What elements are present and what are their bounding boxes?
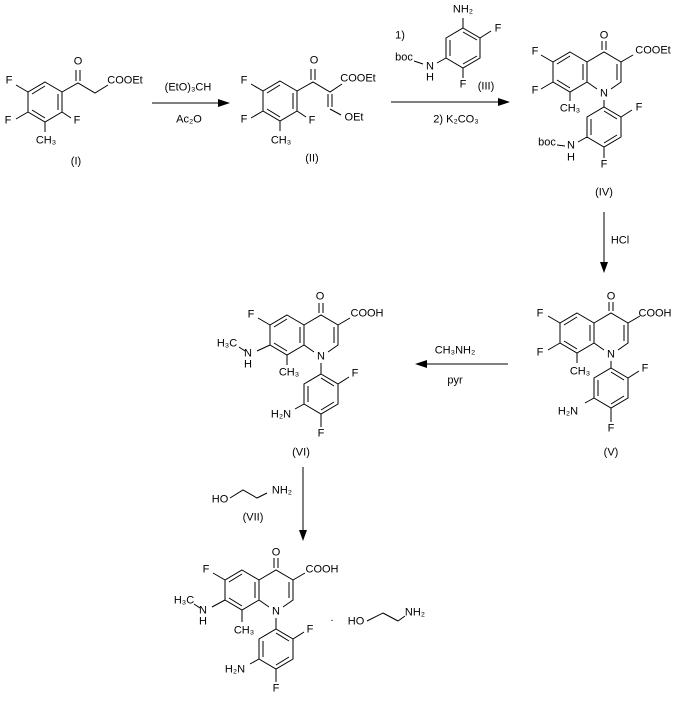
compound-V-methyl-label: CH₃ xyxy=(569,365,591,378)
compound-VI-acid-label: COOH xyxy=(350,307,384,320)
compound-VI-methylamino-h-label: H xyxy=(244,358,252,371)
compound-IV-f-label: F xyxy=(635,101,643,114)
compound-IV-h-label: H xyxy=(567,151,575,164)
compound-V-acid-label: COOH xyxy=(638,307,672,320)
compound-I-f-label: F xyxy=(5,74,13,87)
step2-part1-label: 1) xyxy=(395,29,405,42)
compound-V-f-label: F xyxy=(641,362,649,375)
compound-III-f-label: F xyxy=(459,78,467,91)
arrowhead-left-icon xyxy=(415,360,427,368)
product-oxygen-label: O xyxy=(271,546,281,559)
reaction-arrow-4 xyxy=(415,360,508,368)
compound-IV-n-label: N xyxy=(567,139,575,152)
arrowhead-right-icon xyxy=(498,98,510,106)
compound-III-amine-label: NH₂ xyxy=(452,3,474,16)
product-amine-label: H₂N xyxy=(224,663,246,676)
compound-V-oxygen-label: O xyxy=(606,290,616,303)
compound-II-ester-label: COOEt xyxy=(340,72,376,85)
compound-VI-methyl-label: CH₃ xyxy=(278,366,300,379)
compound-IV-methyl-label: CH₃ xyxy=(559,102,581,115)
compound-III-boc-label: boc xyxy=(395,51,413,64)
product-methylamino-c-label: H₃C xyxy=(173,594,195,607)
compound-I-f-label: F xyxy=(4,114,12,127)
compound-VI-f-label: F xyxy=(351,367,359,380)
arrowhead-down-icon xyxy=(299,530,307,541)
compound-III-n-label: N xyxy=(426,60,434,73)
product-skeleton xyxy=(193,558,406,682)
compound-I-number: (I) xyxy=(70,155,82,168)
compound-II-f-label: F xyxy=(308,114,316,127)
product-salt-dot-label: · xyxy=(330,614,334,627)
reaction-arrow-5 xyxy=(299,467,307,541)
compound-VI-methylamino-n-label: N xyxy=(244,347,252,360)
product-methylamino-n-label: N xyxy=(199,604,207,617)
product-acid-label: COOH xyxy=(305,563,339,576)
reaction-arrow-3 xyxy=(600,212,608,273)
compound-IV-f-label: F xyxy=(531,84,539,97)
compound-I-methyl-label: CH₃ xyxy=(35,134,57,147)
compound-V-number: (V) xyxy=(603,446,619,459)
reaction-arrow-2 xyxy=(391,98,510,106)
compound-VI-number: (VI) xyxy=(292,446,310,459)
compound-VI-amine-label: H₂N xyxy=(270,408,292,421)
arrowhead-down-icon xyxy=(600,262,608,273)
compound-II-f-label: F xyxy=(240,74,248,87)
product-ring-n-label: N xyxy=(272,605,280,618)
arrowhead-right-icon xyxy=(218,99,230,107)
product-f-label: F xyxy=(272,682,280,695)
compound-I-skeleton xyxy=(15,70,109,132)
step4-reagent-above: CH₃NH₂ xyxy=(434,344,476,357)
compound-IV-f-label: F xyxy=(600,158,608,171)
compound-V-skeleton xyxy=(547,302,641,422)
product-methyl-label: CH₃ xyxy=(233,624,255,637)
compound-VI-f-label: F xyxy=(247,308,255,321)
compound-II-enol-ether-label: OEt xyxy=(344,111,364,124)
compound-VII-amine-label: NH₂ xyxy=(271,484,293,497)
compound-VI-ring-n-label: N xyxy=(317,350,325,363)
compound-V-f-label: F xyxy=(607,422,615,435)
compound-III-skeleton xyxy=(413,18,492,78)
step4-reagent-below: pyr xyxy=(447,374,463,387)
compound-V-f-label: F xyxy=(536,307,544,320)
product-methylamino-h-label: H xyxy=(199,615,207,628)
compound-II-number: (II) xyxy=(305,152,319,165)
compound-IV-f-label: F xyxy=(531,45,539,58)
compound-III-number: (III) xyxy=(477,80,495,93)
compound-II-skeleton xyxy=(250,69,343,131)
product-salt-hydroxyl-label: HO xyxy=(347,615,365,628)
compound-III-f-label: F xyxy=(494,22,502,35)
step1-reagent-above: (EtO)₃CH xyxy=(164,81,212,94)
compound-IV-ester-label: COOEt xyxy=(635,44,671,57)
compound-I-oxygen-label: O xyxy=(73,55,83,68)
compound-IV-oxygen-label: O xyxy=(599,29,609,42)
compound-VI-skeleton xyxy=(238,303,351,427)
step2-part2-label: 2) K₂CO₃ xyxy=(433,113,479,126)
reaction-arrow-1 xyxy=(152,99,230,107)
compound-II-f-label: F xyxy=(240,113,248,126)
compound-VI-methylamino-c-label: H₃C xyxy=(216,337,238,350)
product-f-label: F xyxy=(306,623,314,636)
compound-IV-number: (IV) xyxy=(595,186,613,199)
compound-VII-hydroxyl-label: HO xyxy=(211,493,229,506)
compound-IV-boc-label: boc xyxy=(538,136,556,149)
compound-VI-oxygen-label: O xyxy=(315,290,325,303)
compound-I-f-label: F xyxy=(73,114,81,127)
compound-VII-number: (VII) xyxy=(242,511,264,524)
compound-V-ring-n-label: N xyxy=(607,348,615,361)
step1-reagent-below: Ac₂O xyxy=(176,113,202,126)
compound-I-ester-label: COOEt xyxy=(107,74,143,87)
step3-reagent-label: HCl xyxy=(610,234,630,247)
compound-IV-skeleton xyxy=(540,41,634,158)
compound-III-h-label: H xyxy=(426,71,434,84)
product-f-label: F xyxy=(202,563,210,576)
compound-II-oxygen-label: O xyxy=(309,54,319,67)
compound-II-methyl-label: CH₃ xyxy=(270,134,292,147)
product-salt-amine-label: NH₂ xyxy=(404,606,426,619)
compound-V-amine-label: H₂N xyxy=(557,405,579,418)
compound-IV-ring-n-label: N xyxy=(600,87,608,100)
compound-VII-skeleton xyxy=(229,489,268,499)
compound-VI-f-label: F xyxy=(317,427,325,440)
compound-V-f-label: F xyxy=(536,346,544,359)
